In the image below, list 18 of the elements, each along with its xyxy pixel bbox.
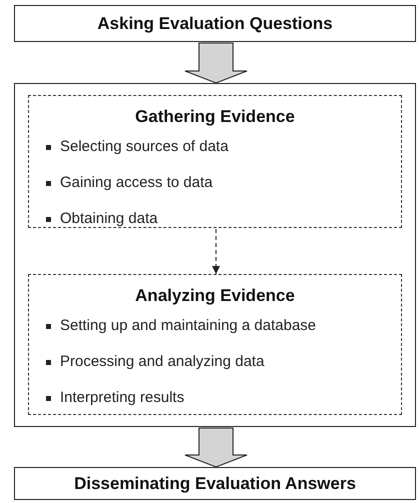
bullet-text: Gaining access to data [60, 172, 213, 193]
dashed-group-box [28, 95, 402, 228]
bullet-text: Obtaining data [60, 208, 158, 229]
arrow [212, 228, 220, 274]
group-heading: Analyzing Evidence [135, 285, 296, 307]
block-arrow [184, 428, 248, 468]
bullet-text: Selecting sources of data [60, 136, 228, 157]
bullet-text: Processing and analyzing data [60, 352, 264, 372]
container-box [14, 83, 416, 427]
dashed-group-box [28, 274, 402, 415]
stage-box [14, 5, 416, 42]
stage-title: Disseminating Evaluation Answers [74, 472, 356, 495]
stage-title: Asking Evaluation Questions [97, 12, 333, 35]
bullet-text: Interpreting results [60, 388, 184, 408]
block-arrow [184, 42, 248, 84]
stage-box [14, 467, 416, 500]
bullet-text: Setting up and maintaining a database [60, 316, 316, 336]
group-heading: Gathering Evidence [135, 106, 296, 128]
